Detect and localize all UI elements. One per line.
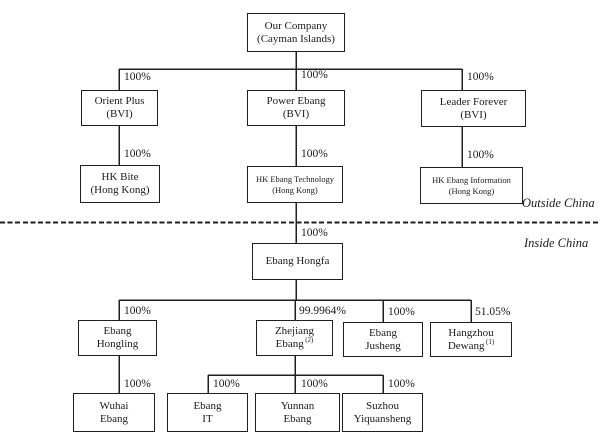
ownership-label-hk-ebang-information: 100%	[467, 149, 494, 161]
node-name: Leader Forever	[439, 95, 508, 108]
node-name: Our Company	[264, 19, 328, 32]
node-hk-ebang-information: HK Ebang Information (Hong Kong)	[420, 167, 523, 204]
node-our-company: Our Company (Cayman Islands)	[247, 13, 345, 52]
connector-lines-solid	[118, 52, 472, 393]
node-jurisdiction: (Cayman Islands)	[257, 32, 335, 45]
node-ebang-it: Ebang IT	[167, 393, 248, 432]
ownership-label-leader-forever: 100%	[467, 71, 494, 83]
ownership-label-orient-plus: 100%	[124, 71, 151, 83]
ownership-label-ebang-hongling: 100%	[124, 305, 151, 317]
node-name: Wuhai	[99, 399, 129, 412]
ownership-label-ebang-it: 100%	[213, 378, 240, 390]
node-name: Ebang	[103, 325, 132, 337]
node-jurisdiction: (BVI)	[106, 108, 133, 120]
ownership-label-suzhou-yiquansheng: 100%	[388, 378, 415, 390]
node-hk-bite: HK Bite (Hong Kong)	[80, 165, 160, 203]
node-name: Ebang	[368, 326, 398, 339]
node-jurisdiction: (BVI)	[282, 108, 310, 120]
node-name: HK Ebang Information	[432, 175, 511, 185]
ownership-label-power-ebang: 100%	[301, 69, 328, 81]
ownership-label-ebang-jusheng: 100%	[388, 306, 415, 318]
node-name: Zhejiang	[274, 325, 315, 337]
node-name: Orient Plus	[94, 95, 145, 107]
node-name-line2: Hongling	[96, 338, 139, 350]
node-name: Yunnan	[280, 399, 315, 412]
node-hangzhou-dewang: Hangzhou Dewang(1)	[430, 322, 512, 357]
node-suzhou-yiquansheng: Suzhou Yiquansheng	[342, 393, 423, 432]
node-name-line2: Ebang	[99, 412, 129, 425]
node-wuhai-ebang: Wuhai Ebang	[73, 393, 155, 432]
node-name-line2: Ebang	[283, 412, 312, 425]
node-jurisdiction: (Hong Kong)	[272, 184, 318, 195]
ownership-label-hk-bite: 100%	[124, 148, 151, 160]
node-leader-forever: Leader Forever (BVI)	[421, 90, 526, 127]
node-name-text: Dewang	[447, 339, 485, 352]
ownership-label-hangzhou-dewang: 51.05%	[475, 306, 511, 318]
node-name: HK Bite	[101, 171, 139, 183]
node-ebang-jusheng: Ebang Jusheng	[343, 322, 423, 357]
ownership-label-ebang-hongfa: 100%	[301, 227, 328, 239]
node-name-line2: IT	[202, 412, 213, 425]
node-name-line2: Ebang(2)	[275, 336, 314, 351]
ownership-label-wuhai-ebang: 100%	[124, 378, 151, 390]
node-name-line2: Yiquansheng	[353, 412, 412, 425]
node-name: Power Ebang	[266, 95, 326, 107]
node-name: Ebang Hongfa	[265, 255, 330, 267]
node-ebang-hongling: Ebang Hongling	[78, 320, 157, 356]
node-name: Hangzhou	[448, 326, 494, 339]
region-label-outside-china: Outside China	[522, 196, 595, 210]
node-power-ebang: Power Ebang (BVI)	[247, 90, 345, 126]
node-name: HK Ebang Technology	[255, 174, 335, 184]
node-orient-plus: Orient Plus (BVI)	[81, 90, 158, 126]
ownership-label-zhejiang-ebang: 99.9964%	[299, 305, 346, 317]
node-zhejiang-ebang: Zhejiang Ebang(2)	[256, 320, 333, 356]
footnote-marker: (1)	[485, 337, 495, 346]
ownership-label-yunnan-ebang: 100%	[301, 378, 328, 390]
node-jurisdiction: (Hong Kong)	[448, 185, 495, 196]
node-jurisdiction: (BVI)	[460, 108, 487, 121]
node-hk-ebang-technology: HK Ebang Technology (Hong Kong)	[247, 166, 343, 203]
node-ebang-hongfa: Ebang Hongfa	[252, 243, 343, 280]
node-name: Suzhou	[366, 399, 399, 412]
node-jurisdiction: (Hong Kong)	[90, 184, 150, 196]
ownership-label-hk-ebang-technology: 100%	[301, 148, 328, 160]
node-name-text: Ebang	[275, 338, 304, 350]
region-label-inside-china: Inside China	[524, 236, 589, 250]
node-yunnan-ebang: Yunnan Ebang	[255, 393, 340, 432]
footnote-marker: (2)	[305, 336, 314, 345]
node-name-line2: Dewang(1)	[447, 337, 495, 353]
node-name: Ebang	[193, 399, 222, 412]
node-name-line2: Jusheng	[365, 339, 401, 352]
